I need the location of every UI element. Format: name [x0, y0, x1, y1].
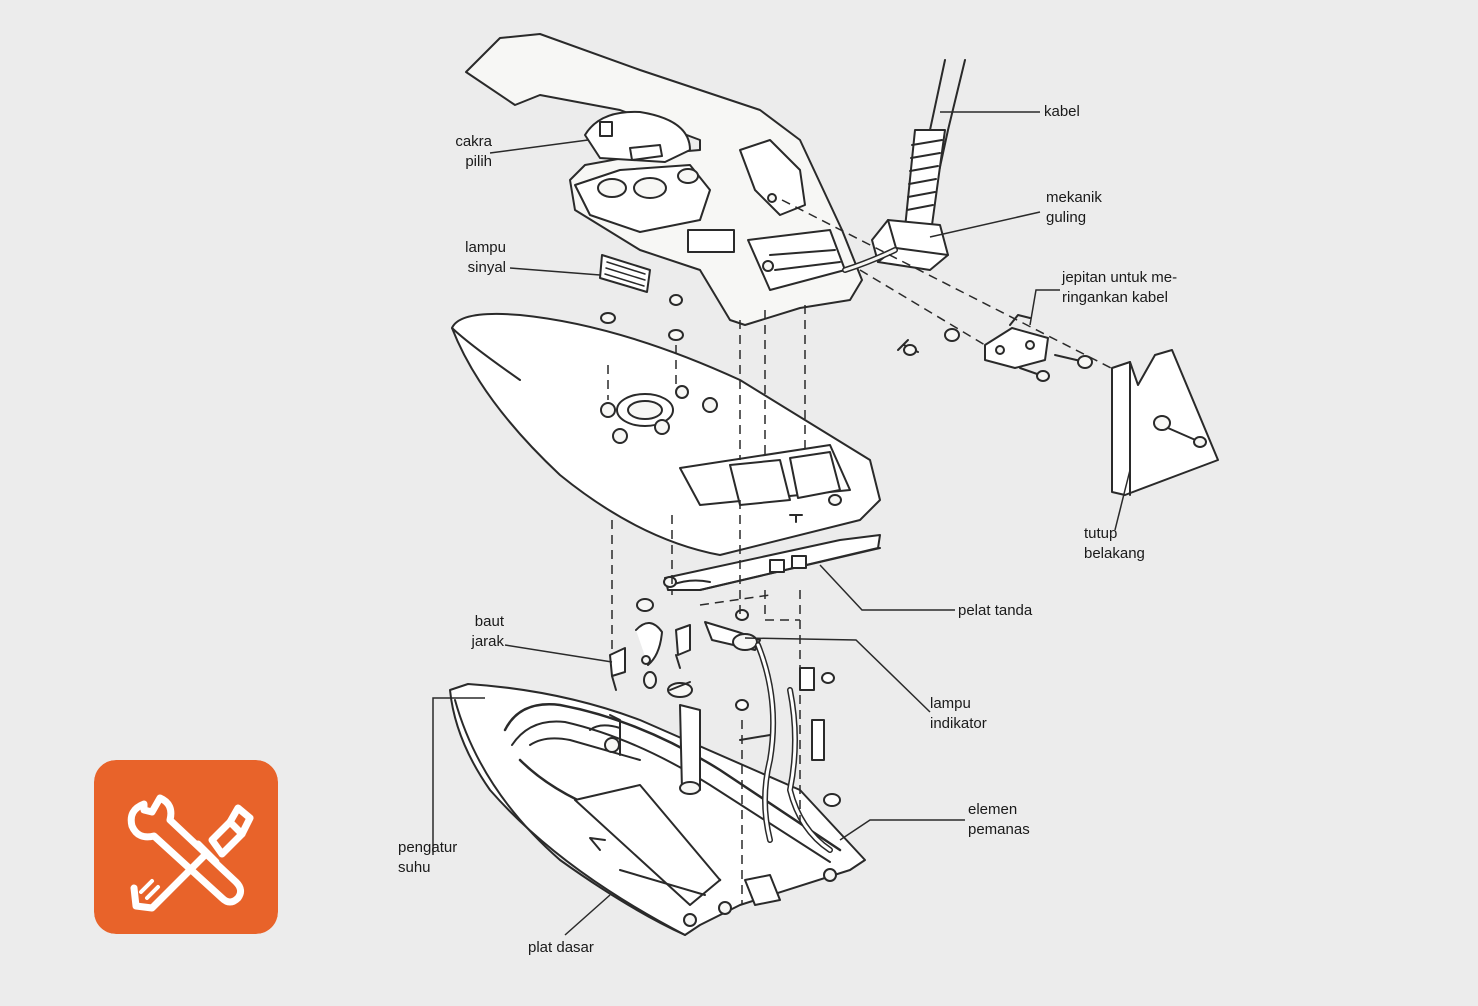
- selector-dial-part: [584, 110, 691, 163]
- indicator-lamp-part: [704, 621, 761, 651]
- label-lampu-sinyal: lampu sinyal: [465, 239, 506, 276]
- label-kabel: kabel: [1044, 103, 1080, 120]
- leader-lines: [432, 111, 1131, 936]
- label-mekanik-guling: mekanik guling: [1046, 189, 1102, 226]
- heating-element-part: [735, 642, 841, 853]
- back-cover-part: [1111, 349, 1219, 496]
- label-baut-jarak: baut jarak: [471, 613, 504, 650]
- signal-lamp-part: [599, 254, 651, 293]
- sole-plate-part: [449, 683, 866, 936]
- upper-shell-part: [451, 312, 881, 556]
- label-lampu-indikator: lampu indikator: [930, 695, 987, 732]
- label-tutup-belakang: tutup belakang: [1084, 525, 1145, 562]
- wrench-screwdriver-icon: [94, 760, 278, 934]
- label-elemen-pemanas: elemen pemanas: [968, 801, 1030, 838]
- label-plat-dasar: plat dasar: [528, 939, 594, 956]
- spacer-bolt-part: [609, 576, 749, 698]
- cable-clamp-part: [984, 314, 1093, 382]
- swivel-mechanism-part: [842, 219, 949, 273]
- label-cakra-pilih: cakra pilih: [455, 133, 492, 170]
- label-jepitan: jepitan untuk me- ringankan kabel: [1062, 269, 1178, 306]
- cable-part: [904, 59, 966, 229]
- tool-badge: [94, 760, 278, 934]
- assembly-guide-lines: [607, 199, 1116, 905]
- label-pelat-tanda: pelat tanda: [958, 602, 1033, 619]
- handle-part: [465, 33, 863, 326]
- label-pengatur-suhu: pengatur suhu: [398, 839, 458, 876]
